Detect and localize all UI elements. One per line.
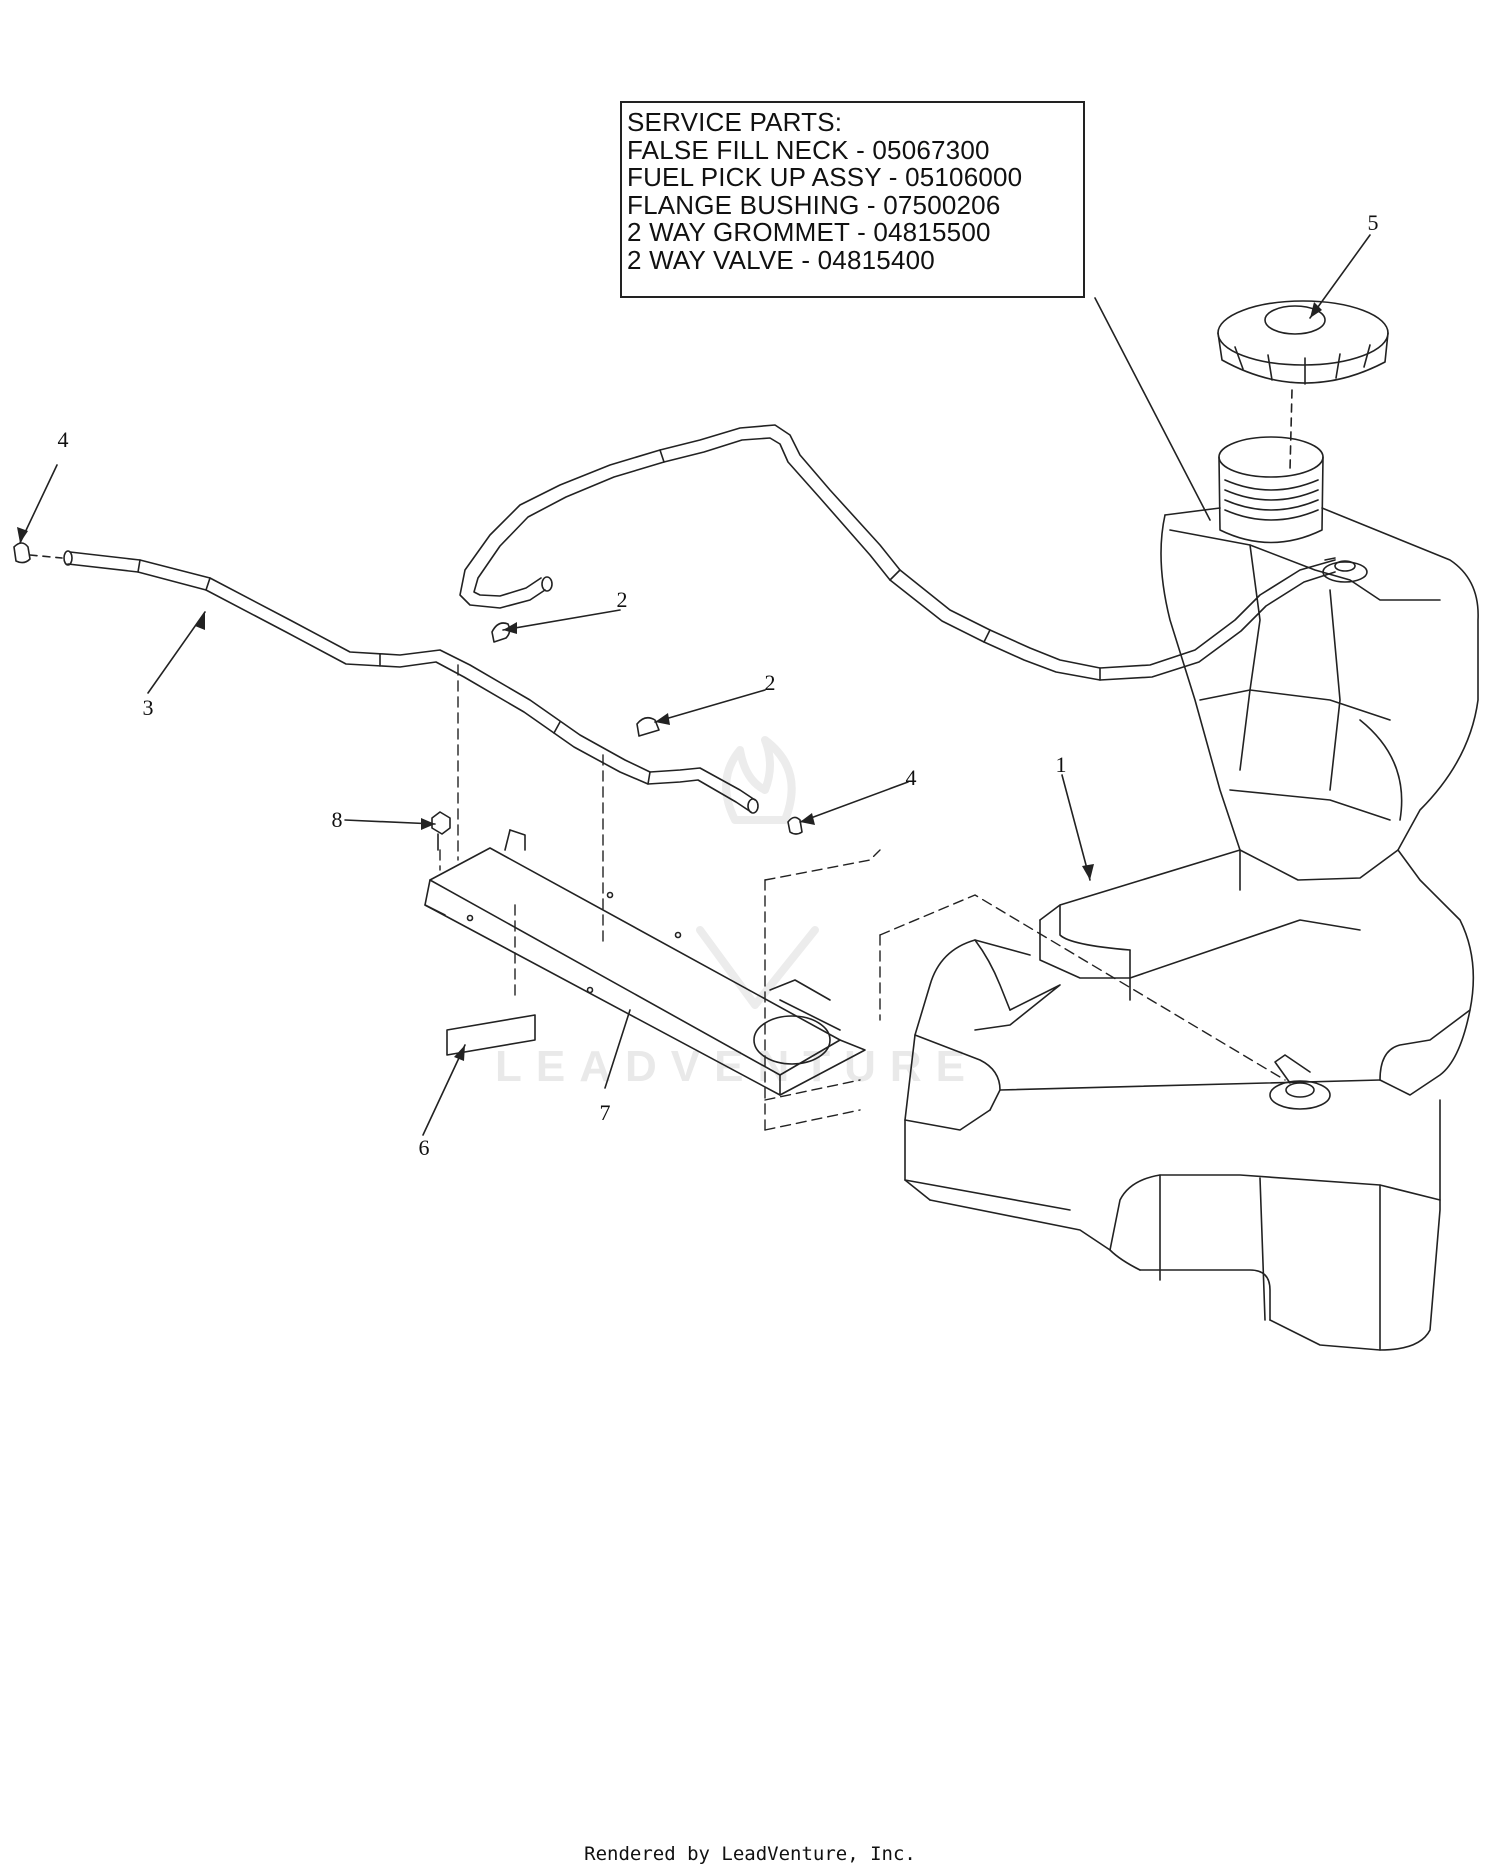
fuel-cap bbox=[1217, 300, 1389, 471]
leader-8 bbox=[344, 819, 436, 825]
callout-7: 7 bbox=[599, 1100, 611, 1125]
service-parts-title: SERVICE PARTS: bbox=[627, 107, 843, 137]
clamp-2-lower bbox=[636, 716, 660, 737]
vent-line-upper bbox=[459, 424, 1336, 681]
bracket-tray bbox=[424, 829, 866, 1096]
leader-1 bbox=[1061, 774, 1091, 881]
service-part-item: FUEL PICK UP ASSY - 05106000 bbox=[627, 162, 1023, 192]
callout-4-left: 4 bbox=[57, 427, 69, 452]
callout-8: 8 bbox=[331, 807, 343, 832]
clamp-8 bbox=[431, 811, 451, 851]
leader-7 bbox=[604, 1009, 631, 1089]
service-part-item: FALSE FILL NECK - 05067300 bbox=[627, 134, 990, 165]
watermark-logo bbox=[696, 736, 819, 1009]
callout-5: 5 bbox=[1367, 210, 1379, 235]
service-part-item: 2 WAY GROMMET - 04815500 bbox=[627, 217, 991, 247]
clamp-4-right bbox=[787, 816, 803, 835]
footer-credit: Rendered by LeadVenture, Inc. bbox=[584, 1843, 916, 1865]
leader-2-lower bbox=[654, 689, 766, 723]
dashed-guides bbox=[439, 664, 1286, 1131]
callout-1: 1 bbox=[1055, 752, 1067, 777]
service-part-item: 2 WAY VALVE - 04815400 bbox=[627, 244, 935, 275]
callout-2-lower: 2 bbox=[764, 670, 776, 695]
service-part-item: FLANGE BUSHING - 07500206 bbox=[627, 189, 1001, 220]
service-parts-box: SERVICE PARTS: FALSE FILL NECK - 0506730… bbox=[620, 101, 1085, 298]
leader-lines bbox=[19, 234, 1371, 1136]
fuel-line-left bbox=[63, 550, 759, 814]
fuel-tank bbox=[904, 436, 1479, 1351]
clamp-2-upper bbox=[491, 622, 511, 643]
callout-6: 6 bbox=[418, 1135, 430, 1160]
leader-service-box bbox=[1094, 297, 1211, 521]
leader-5 bbox=[1309, 234, 1371, 319]
leader-2-upper bbox=[502, 609, 621, 631]
callout-2-upper: 2 bbox=[616, 587, 628, 612]
leader-6 bbox=[422, 1044, 466, 1136]
pad-6 bbox=[446, 1014, 536, 1056]
watermark-text: LEADVENTURE bbox=[495, 1042, 980, 1091]
callout-4-right: 4 bbox=[905, 765, 917, 790]
arrowheads bbox=[17, 302, 1322, 1061]
clamp-4-left bbox=[13, 542, 63, 564]
callout-3: 3 bbox=[142, 695, 154, 720]
leader-4-left bbox=[19, 464, 58, 544]
leader-4-right bbox=[799, 781, 909, 823]
